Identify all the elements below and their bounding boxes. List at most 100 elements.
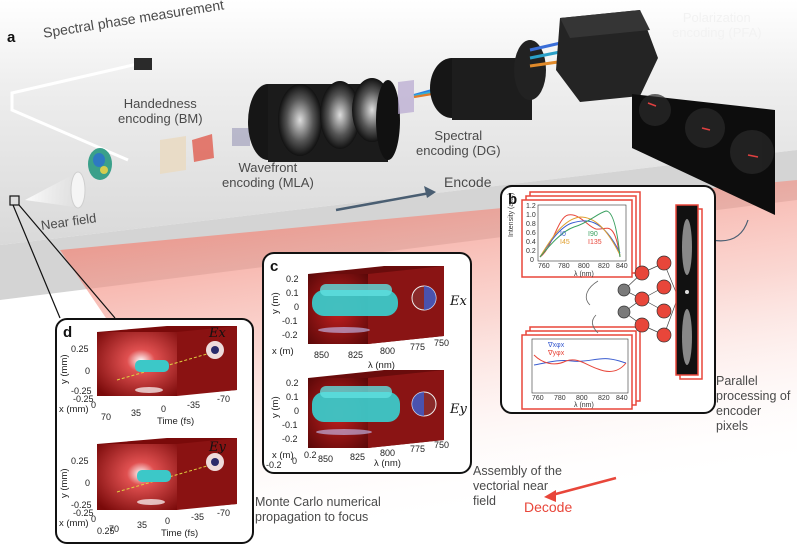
panel-c-top-ytick-2: 0 [294,302,300,312]
panel-d-top-ytick-0: 0.25 [71,344,89,354]
panel-d-top-time-1: 35 [131,408,142,418]
panel-d-bottom-ytick-2: -0.25 [71,500,92,510]
panel-c-bottom-xtick-0: -0.2 [266,460,282,470]
panel-d-bottom-field: Ey [209,440,226,455]
panel-d-bottom-ytick-0: 0.25 [71,456,89,466]
panel-c-top-ytick-3: -0.1 [282,316,298,326]
panel-c-bottom-lambda-4: 750 [434,440,450,450]
panel-c-top-field: Ex [450,294,467,309]
panel-b-graphics [521,191,703,410]
panel-c-top-lambda-1: 825 [348,350,364,360]
panel-c-top-ylabel: y (m) [270,292,281,314]
panel-b-top-legend-1: I45 [560,239,570,246]
panel-c-bottom-ylabel: y (m) [270,396,281,418]
panel-d-top-time-3: -35 [187,400,201,410]
panel-c-top-ytick-0: 0.2 [286,274,299,284]
label-decode: Decode [524,499,573,515]
panel-d-bottom-time-0: 70 [109,524,120,534]
panel-c-bottom-ytick-1: 0.1 [286,392,299,402]
panel-c-top-xlabel: x (m) [272,346,294,357]
panel-c-bottom-lambda-3: 775 [410,444,426,454]
panel-d-top-ytick-2: -0.25 [71,386,92,396]
panel-b-letter: b [508,191,518,208]
panel-b-top-ytick-1: 1.0 [526,212,536,219]
panel-c-bottom-xlabel: x (m) [272,450,294,461]
panel-b-top-xtick-1: 780 [558,263,570,270]
panel-d-bottom-xtick-2: 0.25 [97,526,115,536]
panel-c-top-ytick-4: -0.2 [282,330,298,340]
panel-d-bottom-time-3: -35 [191,512,205,522]
panel-c-bottom-lambda-0: 850 [318,454,334,464]
panel-c: c Ex Ey y (m) 0.2 0.1 0 -0.1 -0.2 x (m) … [262,252,472,474]
panel-c-top-lambda-4: 750 [434,338,450,348]
panel-b-bottom-xtick-0: 760 [532,395,544,402]
panel-c-bottom-lambda-1: 825 [350,452,366,462]
panel-b-top-ytick-6: 0 [530,257,534,264]
panel-b-bottom-xtick-4: 840 [616,395,628,402]
panel-c-bottom-xtick-1: 0 [292,456,298,466]
panel-d-bottom-time-1: 35 [137,520,148,530]
panel-d-bottom-ytick-1: 0 [85,478,91,488]
panel-c-top-lambda-3: 775 [410,342,426,352]
panel-d-top-time-0: 70 [101,412,112,422]
panel-d-bottom-xtick-1: 0 [91,514,97,524]
panel-b-top-legend-3: I135 [588,239,602,246]
panel-b-bottom-xtick-3: 820 [598,395,610,402]
panel-b-top-legend-0: I0 [560,231,566,238]
panel-b-bottom-legend-0: ∇xφx [548,342,565,349]
panel-d-bottom-time-2: 0 [165,516,171,526]
panel-d-bottom-time-label: Time (fs) [161,528,199,539]
panel-d: d Ex Ey y (mm) 0.25 0 -0.25 x (mm) -0.25… [55,318,254,544]
panel-a-letter: a [7,29,16,46]
panel-b-top-xtick-4: 840 [616,263,628,270]
panel-d-top-ytick-1: 0 [85,366,91,376]
panel-b: b Intensity (a.u.) λ (nm) I0 I45 I90 I13… [500,185,716,414]
panel-d-graphics [97,326,237,510]
panel-b-top-xtick-2: 800 [578,263,590,270]
panel-b-top-ytick-4: 0.4 [526,239,536,246]
panel-b-bottom-xlabel: λ (nm) [574,402,594,409]
panel-d-bottom-time-4: -70 [217,508,231,518]
panel-b-top-ytick-3: 0.6 [526,230,536,237]
panel-d-top-ylabel: y (mm) [59,354,70,384]
panel-b-top-ytick-5: 0.2 [526,248,536,255]
panel-c-bottom-ytick-2: 0 [294,406,300,416]
panel-d-bottom-xtick-0: -0.25 [73,508,94,518]
panel-b-top-ytick-0: 1.2 [526,203,536,210]
panel-b-top-xlabel: λ (nm) [574,271,594,278]
panel-d-bottom-ylabel: y (mm) [59,468,70,498]
panel-d-letter: d [63,324,73,341]
panel-d-top-xlabel: x (mm) [59,404,89,415]
panel-c-bottom-lambda-2: 800 [380,448,396,458]
panel-b-top-ytick-2: 0.8 [526,221,536,228]
panel-c-top-ytick-1: 0.1 [286,288,299,298]
panel-d-top-time-4: -70 [217,394,231,404]
panel-c-letter: c [270,258,279,275]
panel-c-top-lambda-label: λ (nm) [368,360,395,371]
panel-d-top-time-2: 0 [161,404,167,414]
panel-c-bottom-xtick-2: 0.2 [304,450,317,460]
panel-c-bottom-lambda-label: λ (nm) [374,458,401,469]
panel-c-top-lambda-0: 850 [314,350,330,360]
panel-c-bottom-ytick-4: -0.2 [282,434,298,444]
panel-b-top-xtick-0: 760 [538,263,550,270]
panel-b-bottom-xtick-1: 780 [554,395,566,402]
panel-b-top-ylabel: Intensity (a.u.) [508,192,515,237]
panel-b-bottom-xtick-2: 800 [576,395,588,402]
panel-c-graphics [308,266,444,448]
panel-c-bottom-ytick-0: 0.2 [286,378,299,388]
panel-c-bottom-field: Ey [450,402,467,417]
panel-d-top-xtick-1: 0 [91,400,97,410]
panel-b-top-legend-2: I90 [588,231,598,238]
panel-d-bottom-xlabel: x (mm) [59,518,89,529]
panel-b-bottom-legend-1: ∇yφx [548,350,565,357]
panel-b-top-xtick-3: 820 [598,263,610,270]
panel-c-top-lambda-2: 800 [380,346,396,356]
panel-d-top-xtick-0: -0.25 [73,394,94,404]
